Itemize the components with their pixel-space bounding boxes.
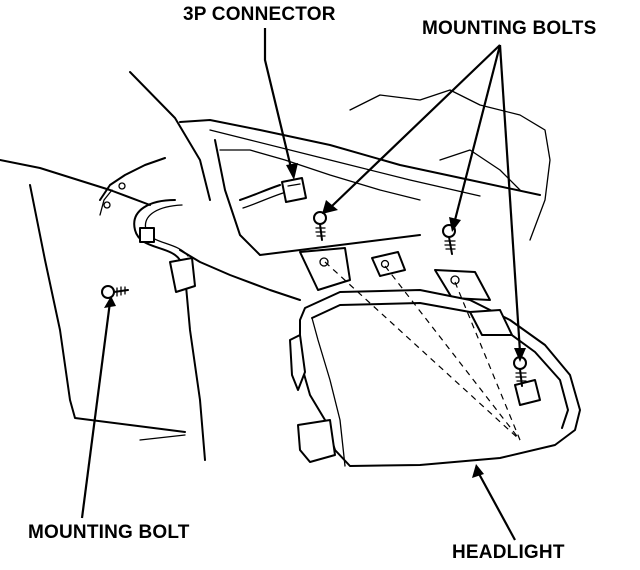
leader-connector bbox=[263, 28, 298, 180]
label-mounting-bolts: MOUNTING BOLTS bbox=[422, 18, 597, 39]
headlight-housing bbox=[289, 261, 581, 467]
3p-connector bbox=[281, 177, 307, 203]
label-mounting-bolt: MOUNTING BOLT bbox=[28, 522, 190, 543]
bolt-center bbox=[313, 211, 327, 241]
leader-headlight bbox=[472, 464, 516, 541]
bolt-left bbox=[101, 285, 129, 299]
mounting-brackets bbox=[299, 247, 491, 301]
leader-mounting-bolt bbox=[80, 296, 116, 519]
label-3p-connector: 3P CONNECTOR bbox=[183, 4, 336, 25]
label-headlight: HEADLIGHT bbox=[452, 542, 565, 563]
headlight-cavity bbox=[139, 139, 421, 461]
fender-body bbox=[0, 71, 551, 433]
leaders-mounting-bolts bbox=[322, 44, 526, 362]
wiring-harness bbox=[133, 184, 284, 293]
bolts bbox=[101, 211, 527, 387]
